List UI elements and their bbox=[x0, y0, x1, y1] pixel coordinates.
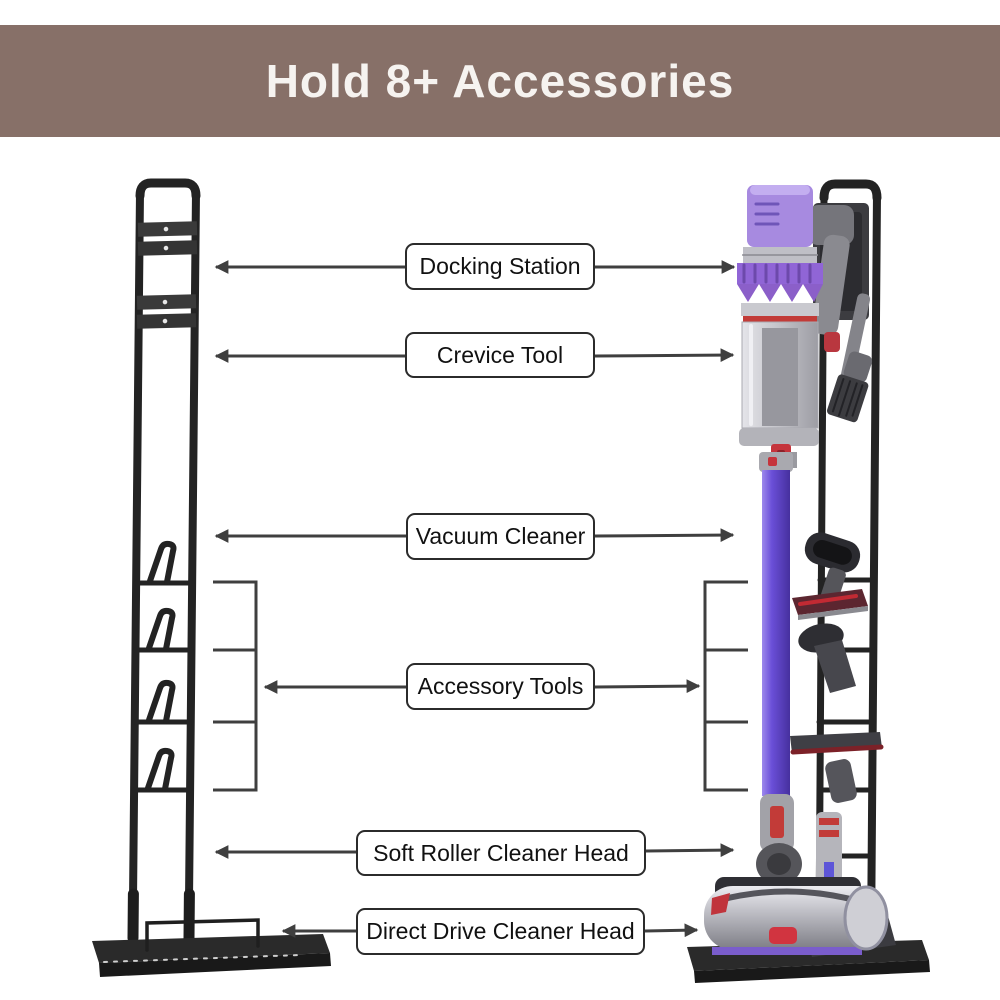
callout-accessory-tools-label: Accessory Tools bbox=[417, 673, 584, 699]
callout-crevice-tool: Crevice Tool bbox=[405, 332, 595, 378]
accessory-bracket-right bbox=[703, 580, 748, 792]
accessory-tools-rack bbox=[790, 532, 884, 803]
vacuum-wand-illustration bbox=[759, 452, 793, 796]
callout-docking-station-label: Docking Station bbox=[419, 253, 581, 279]
stand-base bbox=[92, 934, 331, 977]
banner: Hold 8+ Accessories bbox=[0, 25, 1000, 137]
callout-accessory-tools: Accessory Tools bbox=[406, 663, 595, 710]
stand-with-vacuum-illustration bbox=[687, 179, 930, 983]
callout-vacuum-cleaner: Vacuum Cleaner bbox=[406, 513, 595, 560]
stand-hooks bbox=[131, 540, 195, 793]
base-wire-rail bbox=[145, 918, 260, 952]
combination-tool bbox=[798, 623, 856, 693]
banner-title: Hold 8+ Accessories bbox=[265, 55, 735, 107]
tool-handle bbox=[825, 759, 857, 803]
red-top-tool bbox=[792, 589, 868, 620]
stand-frame bbox=[127, 178, 201, 944]
arrow-accessory-tools-right bbox=[594, 679, 701, 694]
callout-crevice-tool-label: Crevice Tool bbox=[436, 341, 564, 368]
arrow-vacuum-cleaner-right bbox=[594, 528, 735, 542]
arrow-direct-drive-right bbox=[644, 923, 699, 938]
callout-vacuum-cleaner-label: Vacuum Cleaner bbox=[415, 523, 586, 549]
vacuum-body-illustration bbox=[737, 185, 854, 470]
arrow-crevice-tool-right bbox=[594, 348, 735, 362]
arrow-soft-roller-right bbox=[645, 843, 735, 858]
callout-soft-roller-head: Soft Roller Cleaner Head bbox=[356, 830, 646, 876]
accessory-bracket-left bbox=[213, 580, 258, 792]
callout-arrows bbox=[213, 260, 748, 938]
callout-direct-drive-head-label: Direct Drive Cleaner Head bbox=[366, 918, 635, 944]
empty-stand-illustration bbox=[92, 178, 331, 977]
wall-mount-straps bbox=[136, 221, 198, 329]
callout-soft-roller-head-label: Soft Roller Cleaner Head bbox=[373, 839, 629, 866]
upholstery-tool bbox=[790, 732, 884, 755]
dusting-brush-illustration bbox=[827, 351, 873, 423]
mini-motorized-tool bbox=[804, 532, 861, 603]
soft-roller-head-illustration bbox=[704, 794, 889, 955]
callout-docking-station: Docking Station bbox=[405, 243, 595, 290]
callout-direct-drive-head: Direct Drive Cleaner Head bbox=[356, 908, 645, 955]
